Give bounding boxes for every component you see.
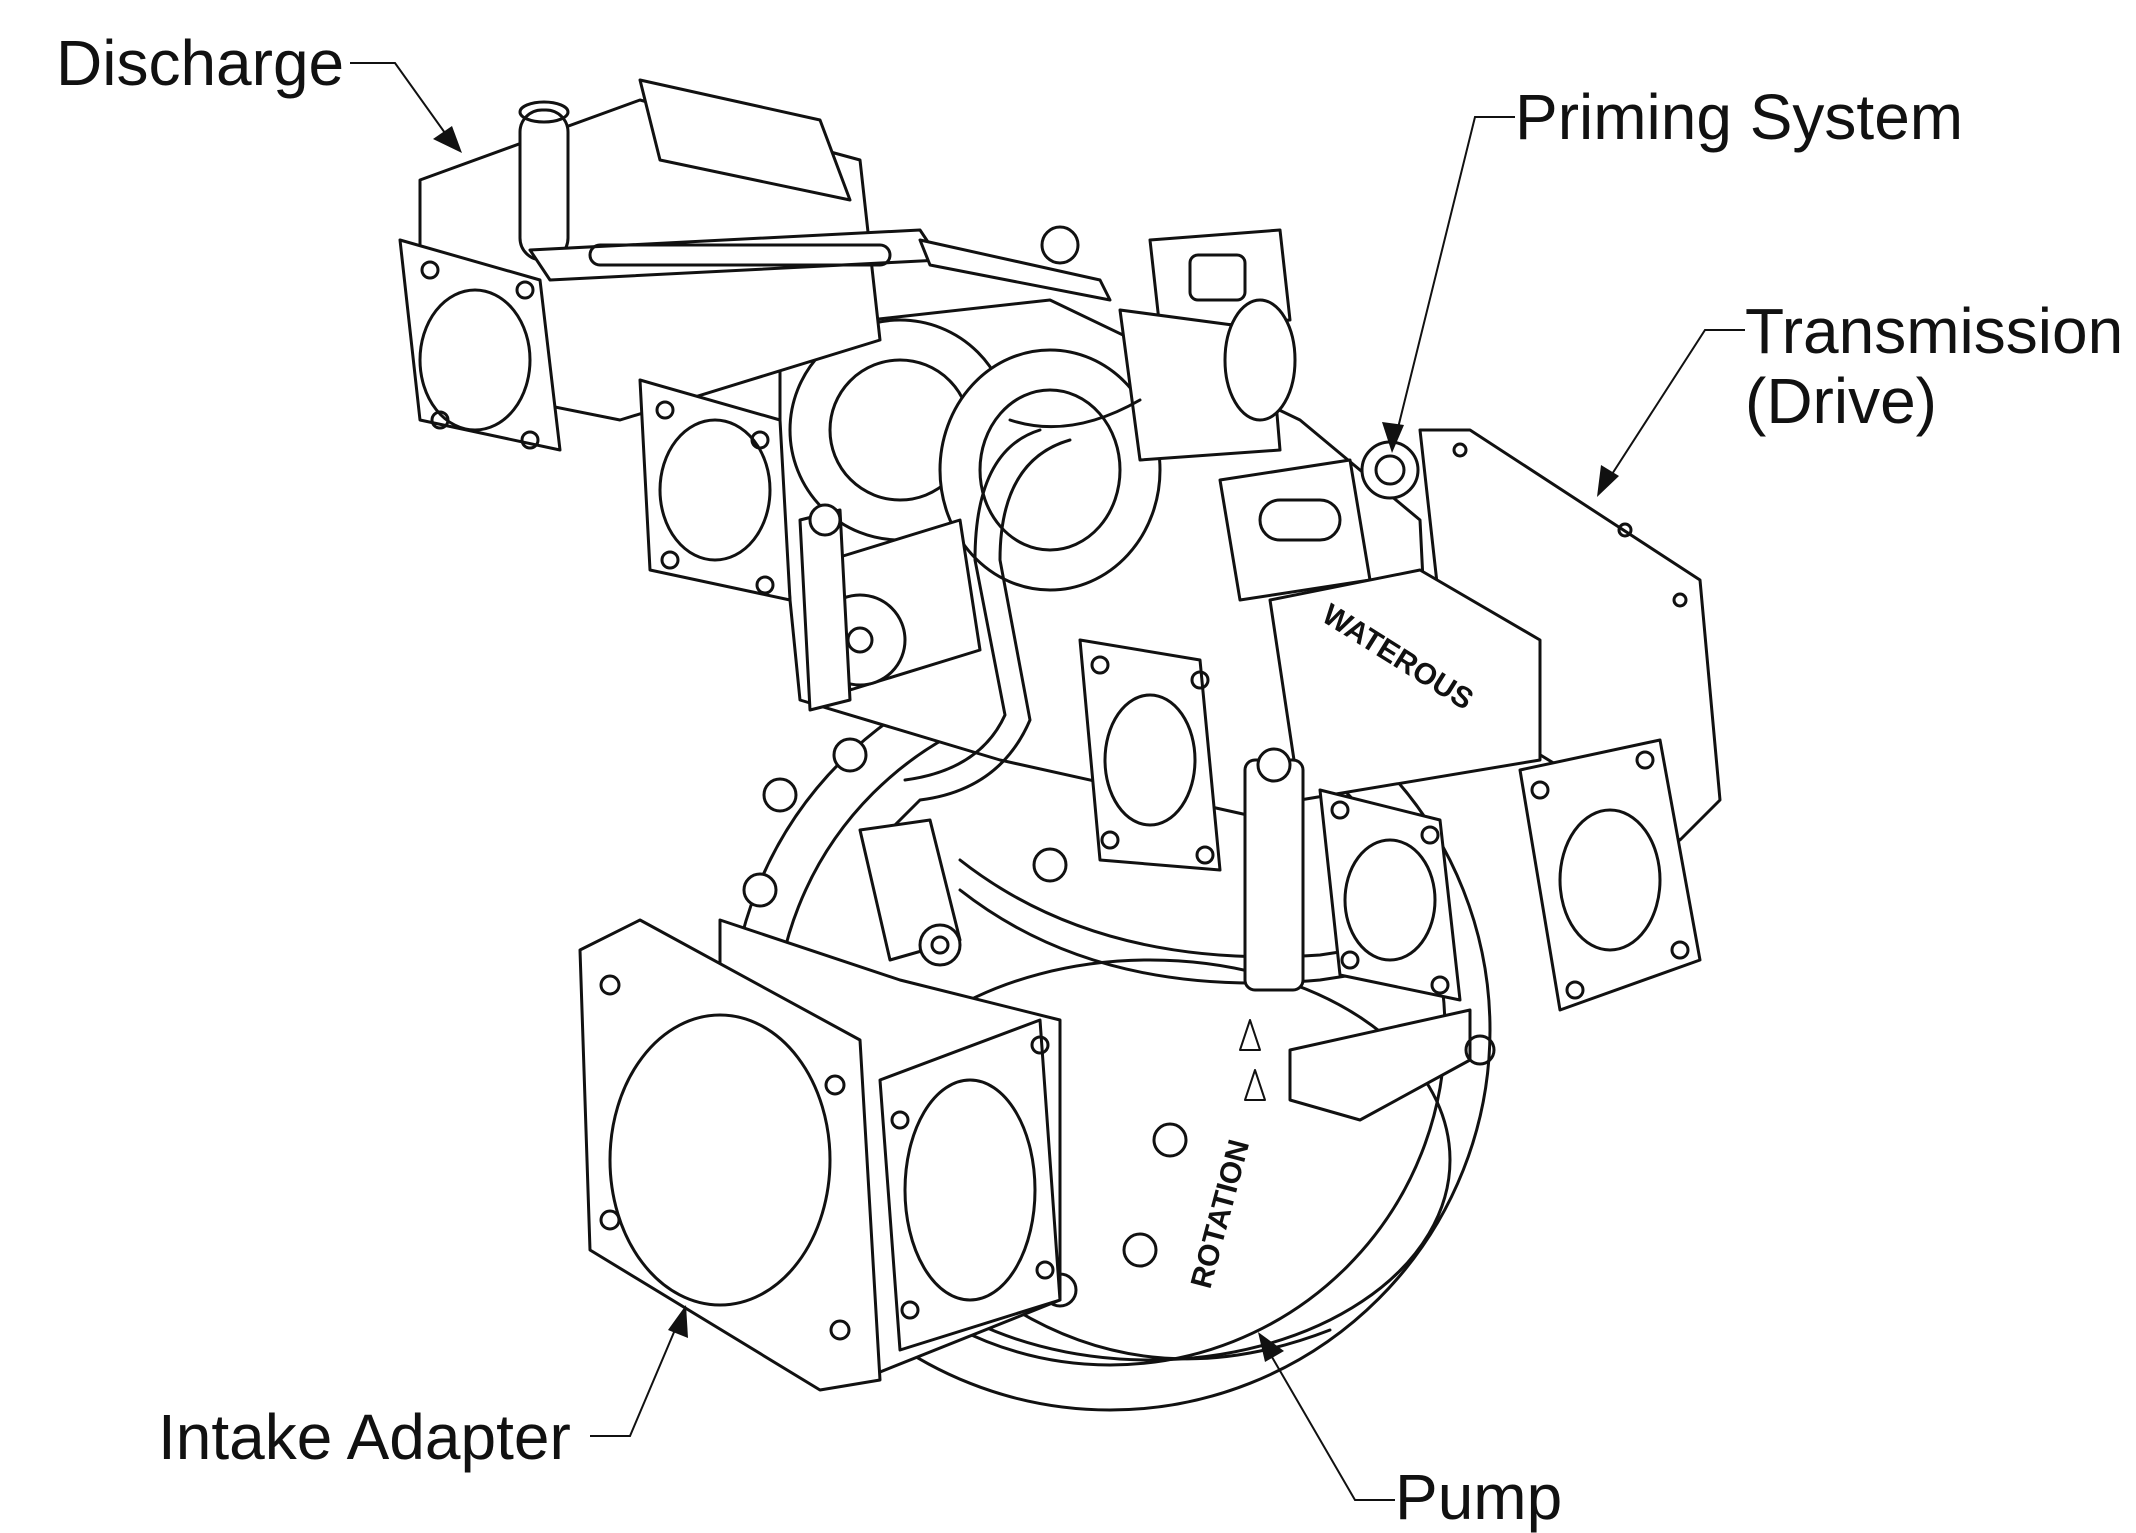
label-pump: Pump [1395, 1461, 1563, 1533]
side-flanges [1078, 638, 1702, 1012]
transmission-housing: WATEROUS [1268, 428, 1722, 842]
label-transmission: Transmission (Drive) [1745, 296, 2123, 436]
label-transmission-line1: Transmission [1745, 295, 2124, 367]
priming-tube [888, 438, 1072, 832]
discharge-valve [398, 78, 1292, 602]
label-transmission-line2: (Drive) [1745, 365, 1937, 437]
mount-bracket [1288, 1008, 1472, 1122]
leader-lines [350, 62, 1745, 1501]
label-intake-adapter: Intake Adapter [158, 1401, 571, 1473]
label-priming-system: Priming System [1515, 81, 1964, 153]
priming-system [1008, 298, 1420, 602]
label-discharge: Discharge [56, 27, 345, 99]
volute-bolts [742, 737, 1188, 1308]
intake-adapter [578, 818, 1062, 1392]
